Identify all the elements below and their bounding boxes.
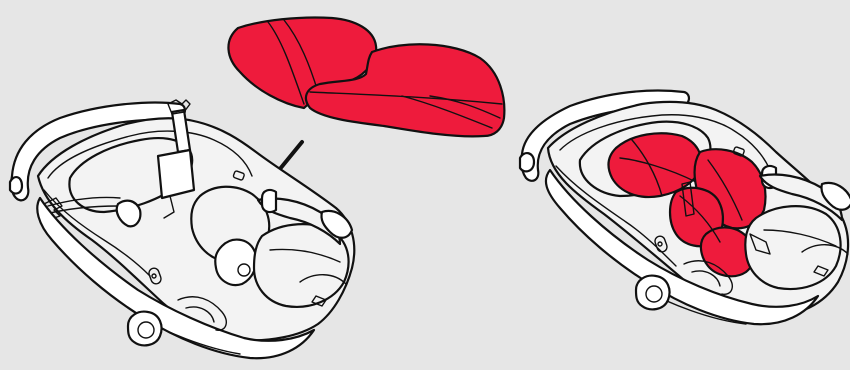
handle-pivot-left — [520, 153, 534, 171]
handle-pivot-left — [10, 177, 22, 193]
belt-guide-hook — [262, 190, 276, 212]
handle-pivot-bottom — [128, 312, 162, 346]
crotch-buckle — [215, 240, 256, 285]
seat-cushion — [745, 206, 840, 289]
handle-pivot-bottom — [636, 276, 670, 310]
chest-clip-plate — [158, 150, 194, 198]
